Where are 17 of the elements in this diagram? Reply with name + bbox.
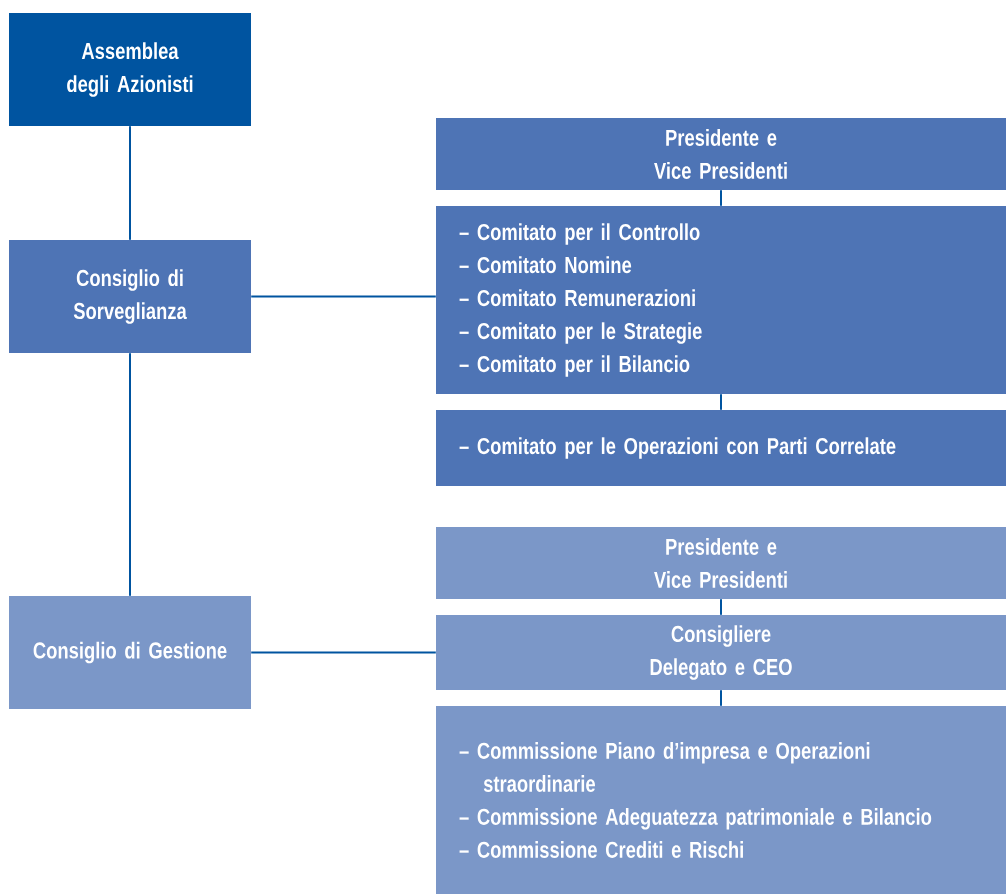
org-box: Assemblea degli Azionisti xyxy=(9,13,251,126)
connector-line xyxy=(720,189,722,207)
org-box: Consiglio di Sorveglianza xyxy=(9,240,251,353)
connector-line xyxy=(129,352,131,597)
org-box: – Comitato per il Controllo – Comitato Nomine – Comitato Remunerazioni – Comitato per le Strategie – Comitato per il Bilancio xyxy=(436,206,1006,394)
connector-line xyxy=(720,689,722,707)
connector-line xyxy=(250,295,437,298)
org-box: Presidente e Vice Presidenti xyxy=(436,118,1006,190)
org-box: Consiglio di Gestione xyxy=(9,596,251,709)
org-box: – Comitato per le Operazioni con Parti Correlate xyxy=(436,410,1006,486)
org-box: – Commissione Piano d’impresa e Operazioni straordinarie – Commissione Adeguatezza patrimoniale e Bilancio – Commissione Crediti e Rischi xyxy=(436,706,1006,894)
connector-line xyxy=(720,598,722,616)
connector-line xyxy=(720,393,722,411)
connector-line xyxy=(250,651,437,654)
org-box: Consigliere Delegato e CEO xyxy=(436,615,1006,690)
org-box: Presidente e Vice Presidenti xyxy=(436,527,1006,599)
connector-line xyxy=(129,125,131,241)
